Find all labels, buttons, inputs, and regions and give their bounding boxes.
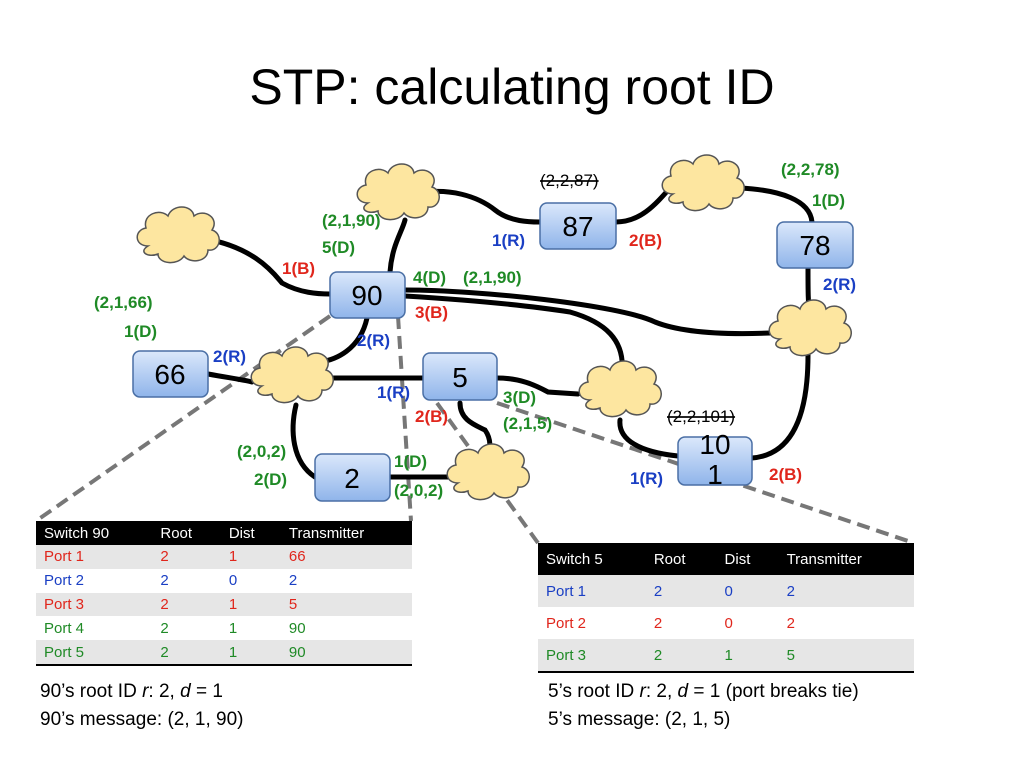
s5-port2-label: 2(B) [415,407,448,426]
s101-port2-label: 2(B) [769,465,802,484]
root-id-line: 5’s root ID r: 2, d = 1 (port breaks tie… [548,681,859,702]
t5-header-root: Root [645,543,717,575]
switch-5-notes: 5’s root ID r: 2, d = 1 (port breaks tie… [548,678,859,733]
lan-cloud-a [136,206,220,264]
s2-port1-msg: (2,0,2) [394,481,443,500]
t5-header-transmitter: Transmitter [778,543,914,575]
switch-2: 2 [314,453,391,502]
s66-msg: (2,1,66) [94,293,153,312]
s2-port2-msg: (2,0,2) [237,442,286,461]
s2-port1-label: 1(D) [394,452,427,471]
s78-port1-label: 1(D) [812,191,845,210]
s90-port3-label: 3(B) [415,303,448,322]
s101-port1-label: 1(R) [630,469,663,488]
t90-header-switch: Switch 90 [36,521,153,545]
s90-port5-msg: (2,1,90) [322,211,381,230]
s101-msg: (2,2,101) [667,407,735,426]
switch-87: 87 [539,202,617,250]
s87-port2-label: 2(B) [629,231,662,250]
zoom-lines [34,314,915,545]
s87-msg: (2,2,87) [540,171,599,190]
root-id-line: 90’s root ID r: 2, d = 1 [40,681,223,702]
message-line: 5’s message: (2, 1, 5) [548,708,731,730]
lan-cloud-g [446,443,530,501]
s87-port1-label: 1(R) [492,231,525,250]
s90-port5-label: 5(D) [322,238,355,257]
switch-90-id: 90 [351,280,382,311]
t90-header-transmitter: Transmitter [280,521,412,545]
switch-5: 5 [422,352,498,401]
s5-port3-label: 3(D) [503,388,536,407]
s2-port2-label: 2(D) [254,470,287,489]
switch-87-id: 87 [562,211,593,242]
s78-port2-label: 2(R) [823,275,856,294]
lan-cloud-d [768,299,852,357]
s90-port2-label: 2(R) [357,331,390,350]
lan-cloud-c [661,154,745,212]
lan-cloud-e [250,346,334,404]
switch-90-notes: 90’s root ID r: 2, d = 1 90’s message: (… [40,678,243,733]
lan-cloud-f [578,360,662,418]
port-labels: 1(B) (2,1,90) 5(D) 4(D) (2,1,90) 3(B) 2(… [94,160,856,500]
s66-port1-label: 1(D) [124,322,157,341]
t90-header-dist: Dist [220,521,281,545]
s5-port3-msg: (2,1,5) [503,414,552,433]
switch-78-id: 78 [799,230,830,261]
s78-msg: (2,2,78) [781,160,840,179]
s66-port2-label: 2(R) [213,347,246,366]
switch-5-id: 5 [452,362,468,393]
slide-title: STP: calculating root ID [249,59,775,115]
switch-2-id: 2 [344,463,360,494]
t5-header-switch: Switch 5 [538,543,646,575]
switch-66: 66 [132,350,209,398]
s5-port1-label: 1(R) [377,383,410,402]
t5-header-dist: Dist [716,543,779,575]
s90-port4-label: 4(D) [413,268,446,287]
s90-port1-label: 1(B) [282,259,315,278]
s90-port4-msg: (2,1,90) [463,268,522,287]
switch-66-id: 66 [154,359,185,390]
t90-header-root: Root [152,521,221,545]
switch-90: 90 [329,271,406,319]
switch-78: 78 [776,221,854,269]
message-line: 90’s message: (2, 1, 90) [40,708,244,730]
